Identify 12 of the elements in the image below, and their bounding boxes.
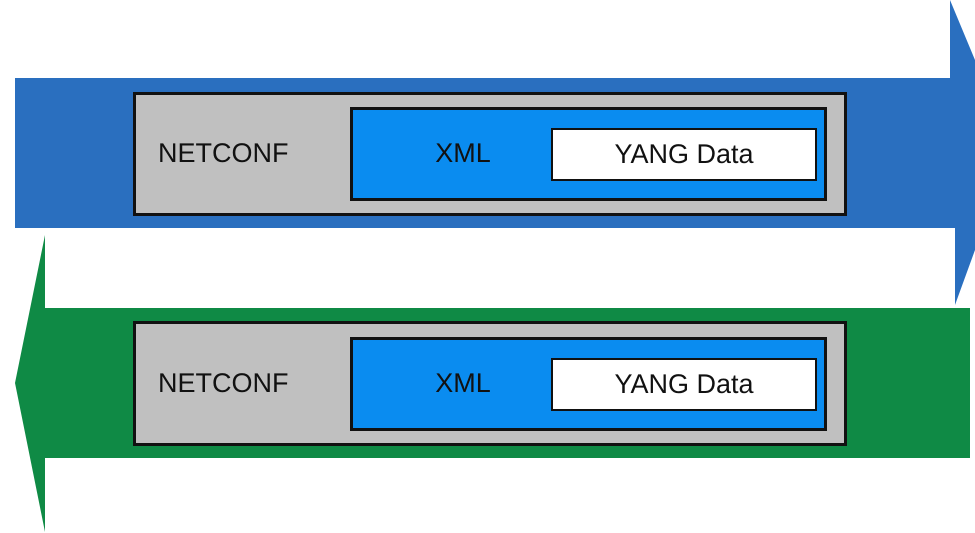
box-label: XML [435, 140, 491, 167]
protocol-box [133, 321, 847, 446]
box-label: YANG Data [614, 140, 754, 168]
box-label: YANG Data [614, 370, 754, 398]
data-box [551, 128, 817, 181]
encoding-box [350, 107, 827, 201]
box-label: XML [435, 370, 491, 397]
box-label: NETCONF [158, 140, 288, 167]
protocol-box [133, 92, 847, 216]
encoding-box [350, 337, 827, 431]
box-label: NETCONF [158, 370, 288, 396]
data-box [551, 358, 817, 411]
